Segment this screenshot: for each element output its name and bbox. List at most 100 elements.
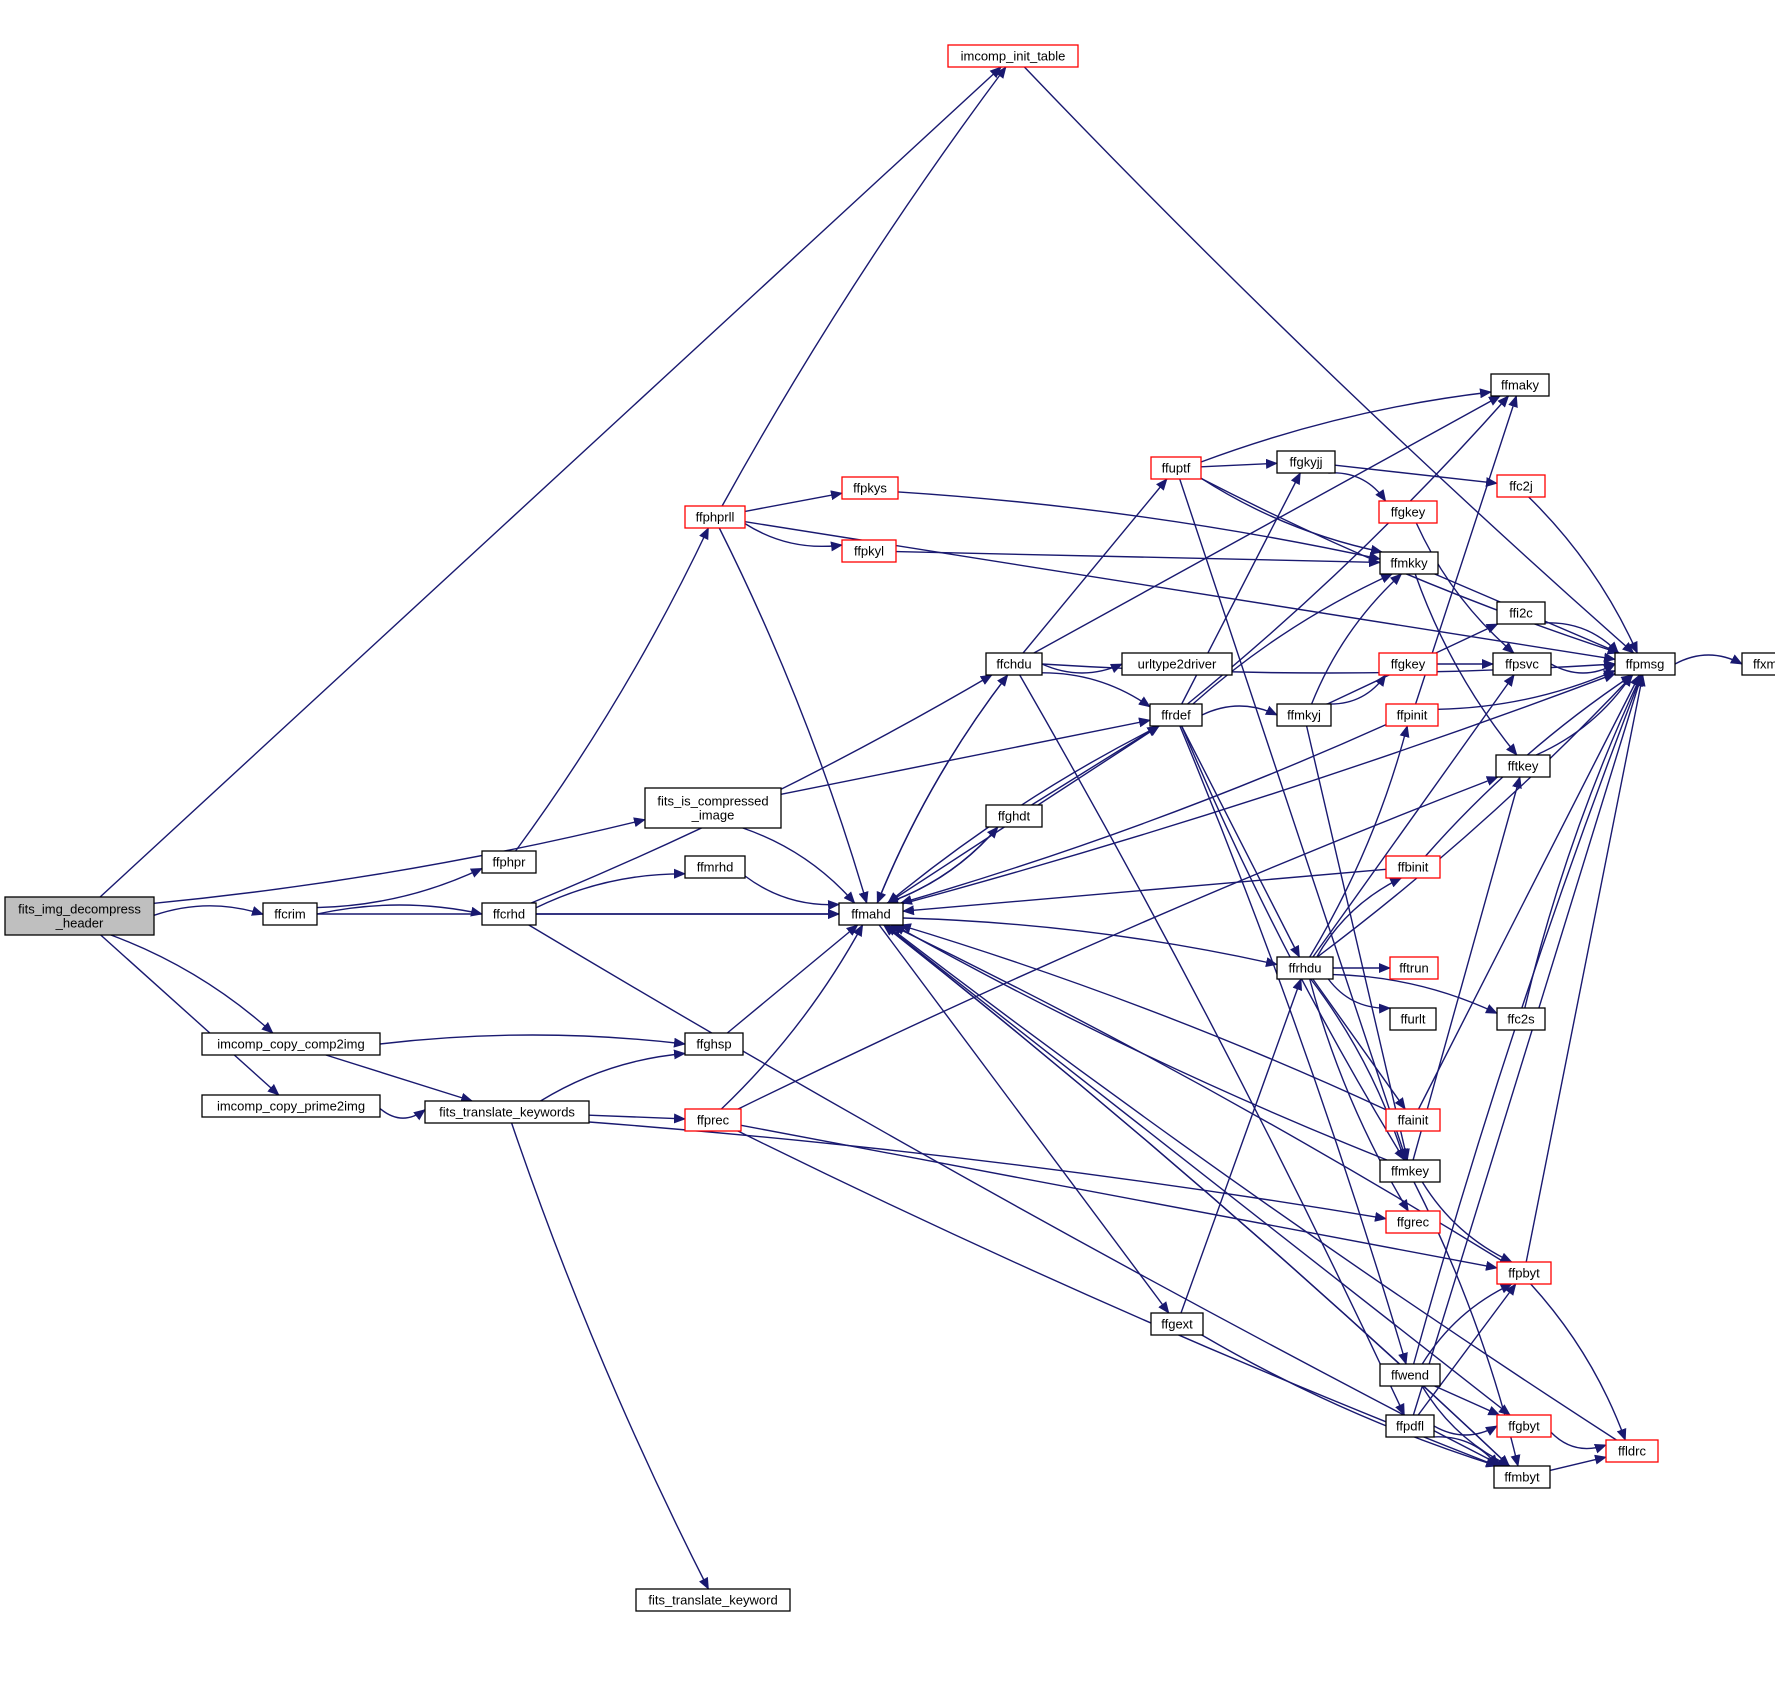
node-label: ffxmsg [1753,657,1775,672]
function-node-ffgext[interactable]: ffgext [1150,1312,1204,1336]
function-node-imcomp-init-table[interactable]: imcomp_init_table [947,44,1079,68]
function-node-ffgkyjj[interactable]: ffgkyjj [1276,450,1336,474]
node-label: fftrun [1399,961,1428,976]
node-box [1385,703,1439,727]
function-node-ffainit[interactable]: ffainit [1385,1108,1441,1132]
node-label: ffwend [1391,1368,1429,1383]
function-node-ffghdt[interactable]: ffghdt [985,804,1043,828]
node-label: ffcrhd [493,907,525,922]
function-node-ffmkky[interactable]: ffmkky [1379,551,1439,575]
function-node-ffpkyl[interactable]: ffpkyl [841,539,897,563]
function-node-ffi2c[interactable]: ffi2c [1496,601,1546,625]
node-label: ffmrhd [697,860,734,875]
function-node-fftkey[interactable]: fftkey [1495,754,1551,778]
call-edge [1041,663,1123,674]
function-node-imcomp-copy-comp2img[interactable]: imcomp_copy_comp2img [201,1032,381,1056]
node-box [1496,601,1546,625]
function-node-ffmkey[interactable]: ffmkey [1379,1159,1441,1183]
node-label: ffi2c [1509,606,1533,621]
node-label: ffgrec [1397,1215,1430,1230]
call-edge [515,527,710,852]
call-edge [325,1054,474,1103]
node-label: ffpdfl [1396,1419,1424,1434]
call-edge [878,924,1170,1314]
function-node-ffxmsg[interactable]: ffxmsg [1741,652,1775,676]
node-box [4,896,155,936]
function-node-ffmrhd[interactable]: ffmrhd [684,855,746,879]
node-label: ffc2s [1507,1012,1535,1027]
function-node-ffrdef[interactable]: ffrdef [1149,703,1203,727]
function-node-ffc2j[interactable]: ffc2j [1496,474,1546,498]
function-node-ffurlt[interactable]: ffurlt [1389,1007,1437,1031]
function-node-ffpkys[interactable]: ffpkys [841,476,899,500]
function-node-ffmkyj[interactable]: ffmkyj [1276,703,1332,727]
node-box [1379,551,1439,575]
function-node-ffphpr[interactable]: ffphpr [481,850,537,874]
function-node-ffgkey1[interactable]: ffgkey [1378,500,1438,524]
function-node-ffmbyt[interactable]: ffmbyt [1493,1465,1551,1489]
function-node-ffpinit[interactable]: ffpinit [1385,703,1439,727]
call-edge [1316,674,1634,958]
node-box [1150,1312,1204,1336]
call-edge [898,923,1387,1111]
function-node-urltype2driver[interactable]: urltype2driver [1121,652,1233,676]
node-label: urltype2driver [1138,657,1217,672]
node-box [1741,652,1775,676]
node-label: ffghdt [998,809,1031,824]
function-node-ffmaky[interactable]: ffmaky [1490,373,1550,397]
call-edge [890,924,1505,1263]
call-edge [1019,674,1405,1416]
call-edge [740,1124,1498,1271]
function-node-ffbinit[interactable]: ffbinit [1385,855,1441,879]
call-edge [886,826,999,905]
call-edge [1437,669,1616,710]
node-label: ffuptf [1162,461,1191,476]
function-node-ffpbyt[interactable]: ffpbyt [1496,1261,1552,1285]
function-node-fits-is-compressed[interactable]: fits_is_compressed_image [644,787,782,829]
function-node-ffc2s[interactable]: ffc2s [1496,1007,1546,1031]
function-node-ffldrc[interactable]: ffldrc [1605,1439,1659,1463]
node-label: ffpsvc [1505,657,1539,672]
function-node-ffpdfl[interactable]: ffpdfl [1385,1414,1435,1438]
node-label: ffrhdu [1288,961,1321,976]
call-edge [1550,1431,1607,1454]
node-label: ffmkky [1390,556,1428,571]
function-node-fits-translate-keyword[interactable]: fits_translate_keyword [635,1588,791,1612]
call-edge [535,868,686,909]
function-node-imcomp-copy-prime2img[interactable]: imcomp_copy_prime2img [201,1094,381,1118]
call-edge [1549,1454,1607,1472]
function-node-fits-translate-keywords[interactable]: fits_translate_keywords [424,1100,590,1124]
call-edge [720,924,864,1110]
node-box [262,902,318,926]
call-edge [1200,477,1383,555]
function-node-ffgbyt[interactable]: ffgbyt [1496,1414,1552,1438]
node-box [1389,956,1439,980]
node-label: fits_translate_keyword [648,1593,777,1608]
function-node-ffcrhd[interactable]: ffcrhd [481,902,537,926]
call-edge [721,66,1007,507]
node-label: ffgkey [1391,657,1426,672]
function-node-ffpmsg[interactable]: ffpmsg [1614,652,1676,676]
node-box [684,505,746,529]
call-edge [1550,663,1616,674]
function-node-ffgrec[interactable]: ffgrec [1385,1210,1441,1234]
function-node-ffpsvc[interactable]: ffpsvc [1492,652,1552,676]
function-node-ffghsp[interactable]: ffghsp [684,1032,744,1056]
function-node-ffprec[interactable]: ffprec [684,1108,742,1132]
function-node-ffrhdu[interactable]: ffrhdu [1276,956,1334,980]
function-node-root[interactable]: fits_img_decompress_header [4,896,155,936]
function-node-ffphprll[interactable]: ffphprll [684,505,746,529]
function-node-ffchdu[interactable]: ffchdu [985,652,1043,676]
call-edge [316,867,483,909]
function-node-ffmahd[interactable]: ffmahd [838,902,904,926]
function-node-fftrun[interactable]: fftrun [1389,956,1439,980]
node-box [1385,1414,1435,1438]
function-node-ffwend[interactable]: ffwend [1379,1363,1441,1387]
function-node-ffgkey2[interactable]: ffgkey [1378,652,1438,676]
node-box [1496,1414,1552,1438]
function-node-ffcrim[interactable]: ffcrim [262,902,318,926]
function-node-ffuptf[interactable]: ffuptf [1150,456,1202,480]
node-box [1496,474,1546,498]
node-box [635,1588,791,1612]
call-edge [1312,674,1515,958]
